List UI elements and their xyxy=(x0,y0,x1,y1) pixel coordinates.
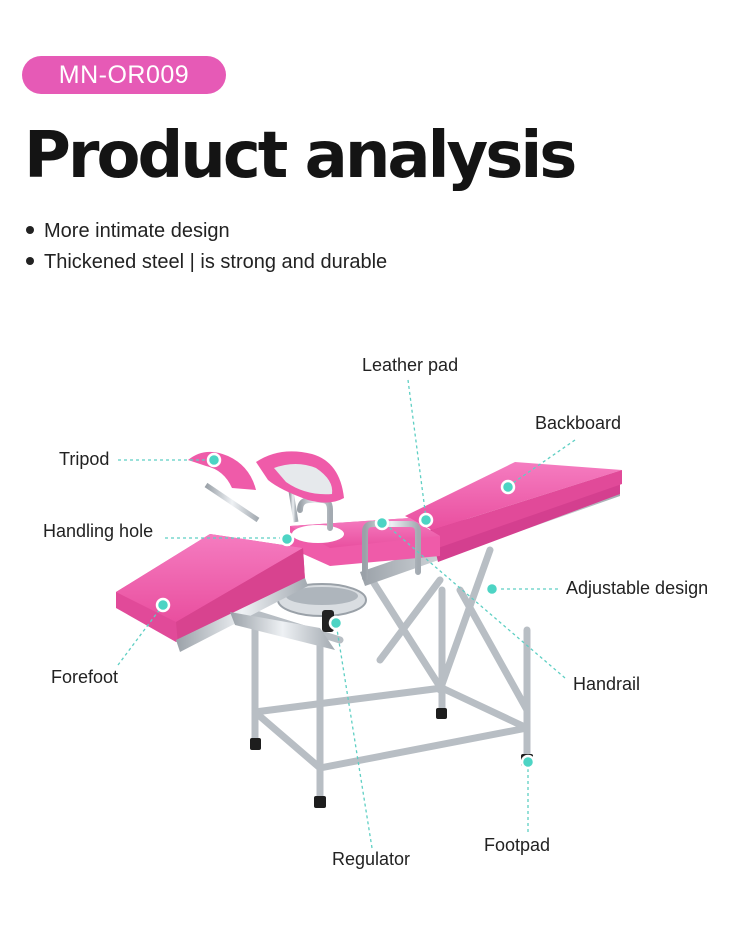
label-handling-hole: Handling hole xyxy=(43,521,154,541)
feature-list: More intimate design Thickened steel | i… xyxy=(26,216,387,278)
footpads xyxy=(250,708,533,808)
feature-item: Thickened steel | is strong and durable xyxy=(26,247,387,278)
leader-lines xyxy=(117,379,576,849)
label-adjustable-design: Adjustable design xyxy=(566,578,709,598)
label-forefoot: Forefoot xyxy=(51,667,119,687)
label-tripod: Tripod xyxy=(59,449,110,469)
page-title: Product analysis xyxy=(24,119,577,193)
label-leather-pad: Leather pad xyxy=(362,355,459,375)
label-backboard: Backboard xyxy=(535,413,622,433)
tripods xyxy=(188,451,344,523)
label-regulator: Regulator xyxy=(332,849,411,869)
label-footpad: Footpad xyxy=(484,835,551,855)
callout-markers xyxy=(155,452,536,770)
label-handrail: Handrail xyxy=(573,674,641,694)
feature-item: More intimate design xyxy=(26,216,387,247)
steel-frame xyxy=(246,546,531,804)
model-badge: MN-OR009 xyxy=(22,56,226,94)
backboard-pad xyxy=(405,462,622,562)
